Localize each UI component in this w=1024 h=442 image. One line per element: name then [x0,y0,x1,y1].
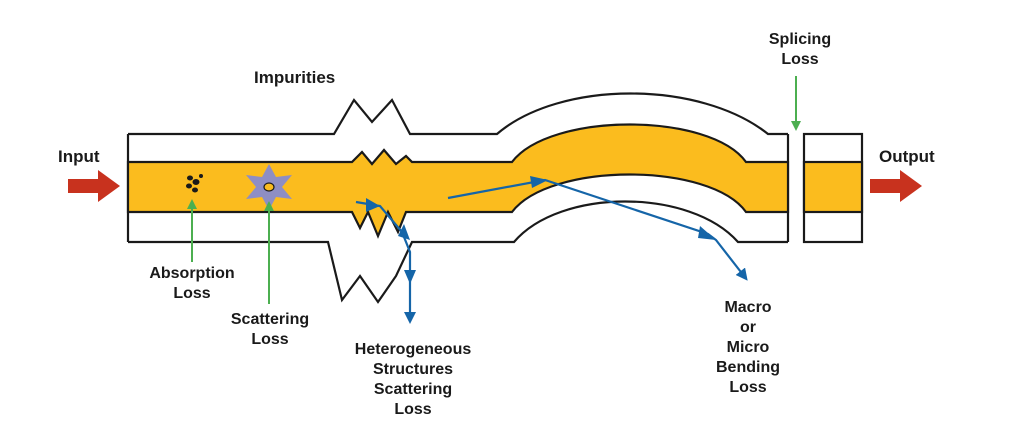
input-arrow [68,170,120,202]
heterogeneous-loss-label: Heterogeneous Structures Scattering Loss [340,340,486,420]
fiber-core [126,123,790,239]
heterogeneous-line-3: Scattering [373,381,453,398]
input-label: Input [58,147,100,166]
splicing-loss-line-1: Splicing [768,31,832,48]
absorption-loss-label: Absorption Loss [136,264,248,304]
scattering-loss-label: Scattering Loss [220,310,320,350]
fiber-right-core [802,160,864,214]
absorption-loss-line-2: Loss [173,285,211,302]
heterogeneous-ray-arrowhead [366,198,380,212]
heterogeneous-ray-arrowhead-3 [404,270,416,284]
fiber-cladding-bottom [128,200,788,304]
impurities-label: Impurities [254,68,336,87]
bending-line-1: Macro [724,299,772,316]
fiber-cladding-top [128,92,788,136]
bending-line-3: Micro [726,339,770,356]
bending-ray-arrowhead [530,176,548,188]
bending-loss-label: Macro or Micro Bending Loss [700,298,796,398]
bending-line-2: or [740,319,756,336]
absorption-particles [186,174,203,193]
splicing-loss-line-2: Loss [781,51,819,68]
output-label: Output [879,147,935,166]
scattering-center [263,182,275,192]
splicing-loss-label: Splicing Loss [760,30,840,70]
heterogeneous-line-1: Heterogeneous [354,341,472,358]
bending-ray-arrowhead-2 [698,226,716,240]
scattering-loss-line-2: Loss [251,331,289,348]
heterogeneous-ray-arrowhead-2 [398,224,410,240]
output-arrow [870,170,922,202]
bending-line-4: Bending [716,359,780,376]
bending-line-5: Loss [729,379,767,396]
heterogeneous-line-2: Structures [372,361,454,378]
heterogeneous-line-4: Loss [394,401,432,418]
absorption-loss-line-1: Absorption [149,265,235,282]
scattering-loss-line-1: Scattering [230,311,310,328]
